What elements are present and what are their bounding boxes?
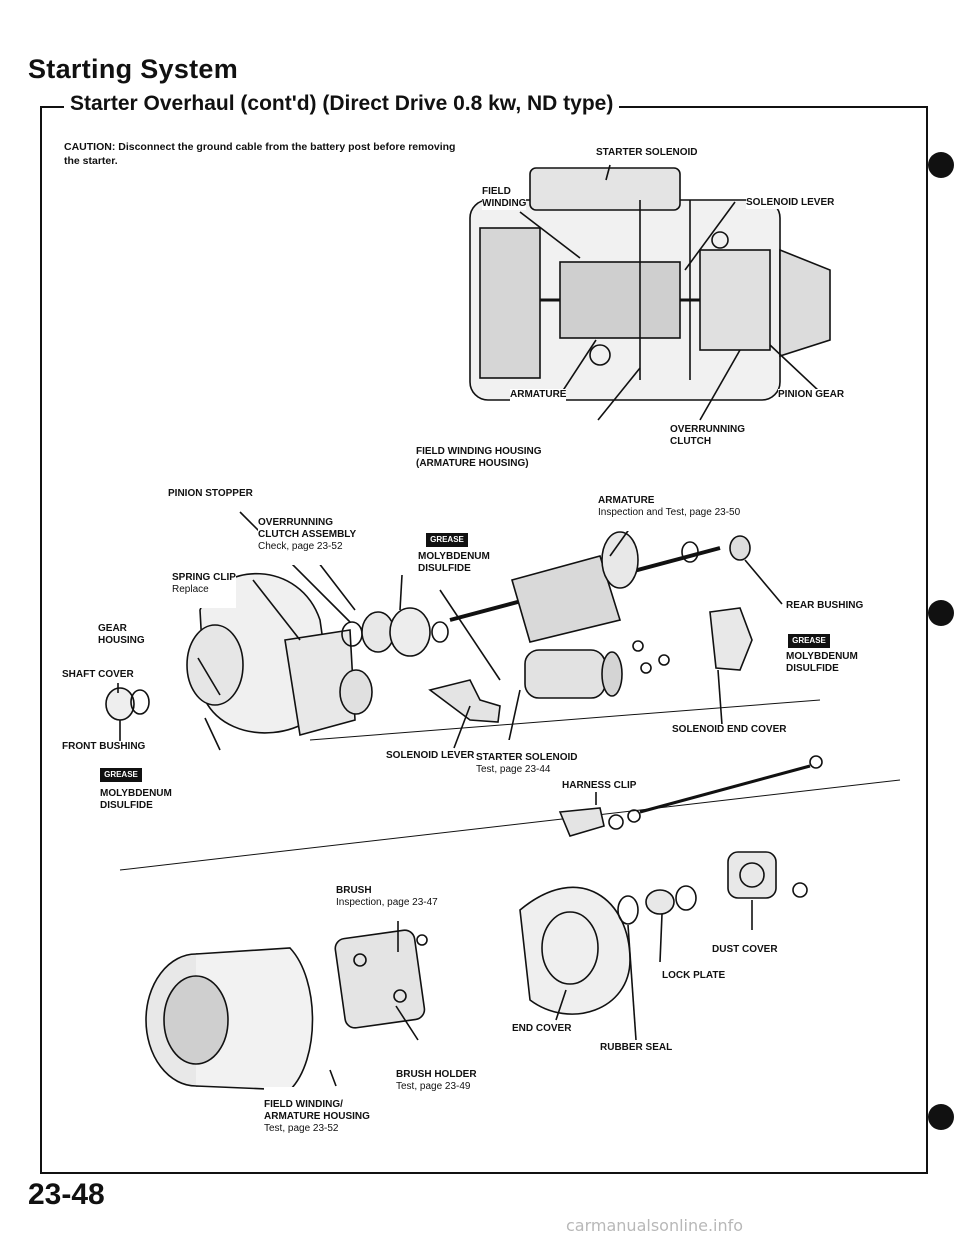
section-title: Starting System xyxy=(28,54,239,84)
label-starter-solenoid: STARTER SOLENOID Test, page 23-44 xyxy=(476,740,578,788)
end-cover-drawing xyxy=(519,886,631,1015)
label-text: SPRING CLIP xyxy=(172,572,236,583)
starter-solenoid-drawing xyxy=(524,640,670,699)
page-reference: Inspection and Test, page 23-50 xyxy=(598,507,741,518)
label-overrunning-clutch-assembly: OVERRUNNING CLUTCH ASSEMBLY Check, page … xyxy=(258,505,357,565)
label-starter-solenoid: STARTER SOLENOID xyxy=(596,147,698,159)
page-reference: Test, page 23-49 xyxy=(396,1081,471,1092)
caution-note: CAUTION: Disconnect the ground cable fro… xyxy=(64,141,456,167)
binder-hole-marker xyxy=(928,152,954,178)
through-bolts-drawing xyxy=(639,755,823,814)
label-field-winding-housing-top: FIELD WINDING HOUSING (ARMATURE HOUSING) xyxy=(416,446,542,470)
label-shaft-cover: SHAFT COVER xyxy=(62,669,134,681)
grease-badge: GREASE xyxy=(426,533,468,547)
label-text: BRUSH xyxy=(336,885,372,896)
label-dust-cover: DUST COVER xyxy=(712,944,778,956)
page-reference: Test, page 23-52 xyxy=(264,1123,339,1134)
label-spring-clip: SPRING CLIP Replace xyxy=(172,560,236,608)
frame-bottom-border xyxy=(40,1172,928,1174)
brush-holder-drawing xyxy=(334,929,428,1029)
label-molybdenum-top: MOLYBDENUM DISULFIDE xyxy=(418,551,490,575)
source-watermark: carmanualsonline.info xyxy=(566,1216,744,1235)
dust-cover-drawing xyxy=(727,851,808,899)
label-solenoid-lever: SOLENOID LEVER xyxy=(386,750,475,762)
grease-badge: GREASE xyxy=(788,634,830,648)
section-subtitle: Starter Overhaul (cont'd) (Direct Drive … xyxy=(64,92,620,116)
label-harness-clip: HARNESS CLIP xyxy=(562,780,637,792)
frame-right-border xyxy=(926,106,928,1174)
page-reference: Replace xyxy=(172,584,209,595)
page-reference: Test, page 23-44 xyxy=(476,764,551,775)
label-text: BRUSH HOLDER xyxy=(396,1069,477,1080)
lock-plate-drawing xyxy=(617,885,697,925)
label-rubber-seal: RUBBER SEAL xyxy=(600,1042,673,1054)
label-gear-housing: GEAR HOUSING xyxy=(98,623,145,647)
label-armature-top: ARMATURE xyxy=(510,389,567,401)
label-field-winding-housing: FIELD WINDING/ ARMATURE HOUSING Test, pa… xyxy=(264,1087,370,1147)
shaft-cover-drawing xyxy=(105,687,150,721)
label-text: ARMATURE xyxy=(598,495,655,506)
label-brush-holder: BRUSH HOLDER Test, page 23-49 xyxy=(396,1057,477,1105)
label-armature: ARMATURE Inspection and Test, page 23-50 xyxy=(598,483,741,531)
label-solenoid-end-cover: SOLENOID END COVER xyxy=(672,724,787,736)
frame-left-border xyxy=(40,106,42,1174)
harness-clip-drawing xyxy=(558,807,641,837)
label-rear-bushing: REAR BUSHING xyxy=(786,600,864,612)
field-winding-housing-drawing xyxy=(145,947,314,1091)
label-front-bushing: FRONT BUSHING xyxy=(62,741,146,753)
gear-housing-drawing xyxy=(186,572,356,737)
label-solenoid-lever-top: SOLENOID LEVER xyxy=(746,197,835,209)
clutch-assembly-drawing xyxy=(339,607,449,715)
page-reference: Inspection, page 23-47 xyxy=(336,897,438,908)
page-reference: Check, page 23-52 xyxy=(258,541,343,552)
label-lock-plate: LOCK PLATE xyxy=(662,970,726,982)
label-pinion-stopper: PINION STOPPER xyxy=(168,488,253,500)
binder-hole-marker xyxy=(928,600,954,626)
label-brush: BRUSH Inspection, page 23-47 xyxy=(336,873,438,921)
label-text: FIELD WINDING/ ARMATURE HOUSING xyxy=(264,1099,370,1122)
page-number: 23-48 xyxy=(28,1178,105,1211)
label-field-winding: FIELD WINDING xyxy=(482,186,527,210)
label-molybdenum-right: MOLYBDENUM DISULFIDE xyxy=(786,651,858,675)
label-end-cover: END COVER xyxy=(512,1023,572,1035)
label-pinion-gear: PINION GEAR xyxy=(778,389,845,401)
solenoid-lever-drawing xyxy=(428,679,501,723)
solenoid-end-cover-drawing xyxy=(709,607,753,671)
armature-drawing xyxy=(449,531,751,643)
label-text: OVERRUNNING CLUTCH ASSEMBLY xyxy=(258,517,357,540)
grease-badge: GREASE xyxy=(100,768,142,782)
label-text: STARTER SOLENOID xyxy=(476,752,578,763)
assembled-starter-drawing xyxy=(469,167,831,401)
binder-hole-marker xyxy=(928,1104,954,1130)
label-overrunning-clutch: OVERRUNNING CLUTCH xyxy=(670,424,746,448)
label-molybdenum-left: MOLYBDENUM DISULFIDE xyxy=(100,788,172,812)
